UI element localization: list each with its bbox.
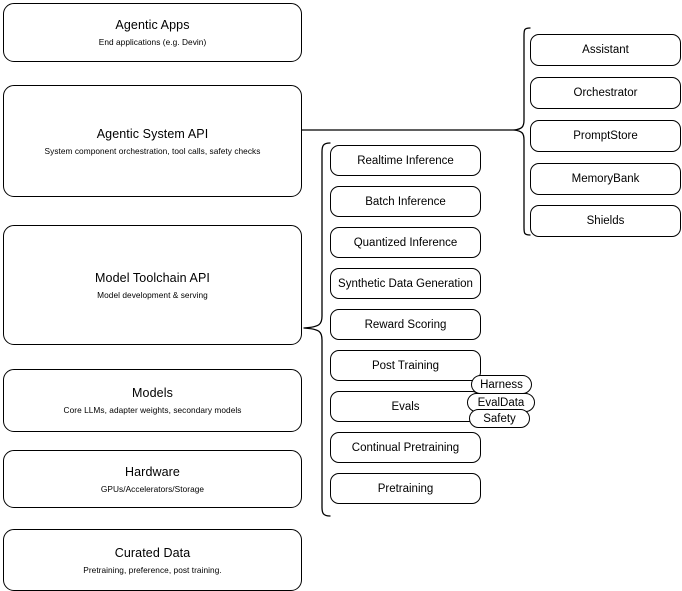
capability-label: Continual Pretraining [351, 441, 460, 454]
badge-label: Harness [480, 378, 523, 391]
layer-subtitle: End applications (e.g. Devin) [98, 37, 207, 47]
capability-label: Realtime Inference [357, 154, 454, 167]
layer-hardware[interactable]: Hardware GPUs/Accelerators/Storage [3, 450, 302, 508]
layer-title: Curated Data [114, 545, 191, 560]
layer-title: Models [132, 386, 173, 400]
layer-title: Model Toolchain API [95, 270, 210, 285]
component-memorybank[interactable]: MemoryBank [530, 163, 681, 195]
component-orchestrator[interactable]: Orchestrator [530, 77, 681, 109]
component-label: Assistant [582, 44, 629, 56]
component-shields[interactable]: Shields [530, 205, 681, 237]
layer-agentic-apps[interactable]: Agentic Apps End applications (e.g. Devi… [3, 3, 302, 62]
capability-batch-inference[interactable]: Batch Inference [330, 186, 481, 217]
component-label: Orchestrator [573, 87, 638, 99]
brace-agentic-components [513, 27, 531, 236]
layer-subtitle: System component orchestration, tool cal… [44, 145, 261, 156]
component-promptstore[interactable]: PromptStore [530, 120, 681, 152]
layer-subtitle: Pretraining, preference, post training. [83, 564, 222, 575]
capability-label: Pretraining [377, 482, 434, 495]
layer-title: Hardware [125, 464, 180, 479]
component-label: MemoryBank [571, 173, 640, 185]
badge-label: Safety [483, 412, 516, 425]
capability-evals[interactable]: Evals [330, 391, 481, 422]
capability-reward-scoring[interactable]: Reward Scoring [330, 309, 481, 340]
layer-subtitle: Model development & serving [97, 289, 208, 300]
capability-label: Post Training [371, 359, 440, 372]
layer-title: Agentic System API [96, 126, 209, 141]
component-assistant[interactable]: Assistant [530, 34, 681, 66]
capability-quantized-inference[interactable]: Quantized Inference [330, 227, 481, 258]
badge-safety[interactable]: Safety [469, 409, 530, 428]
layer-subtitle: GPUs/Accelerators/Storage [100, 483, 205, 494]
badge-harness[interactable]: Harness [471, 375, 532, 394]
layer-model-toolchain-api[interactable]: Model Toolchain API Model development & … [3, 225, 302, 345]
brace-toolchain-capabilities [303, 142, 331, 517]
layer-agentic-system-api[interactable]: Agentic System API System component orch… [3, 85, 302, 197]
badge-label: EvalData [477, 396, 525, 409]
capability-pretraining[interactable]: Pretraining [330, 473, 481, 504]
capability-label: Batch Inference [365, 195, 446, 208]
capability-realtime-inference[interactable]: Realtime Inference [330, 145, 481, 176]
component-label: PromptStore [573, 130, 638, 142]
capability-label: Reward Scoring [364, 318, 447, 331]
layer-models[interactable]: Models Core LLMs, adapter weights, secon… [3, 369, 302, 432]
capability-label: Quantized Inference [353, 236, 458, 249]
layer-subtitle: Core LLMs, adapter weights, secondary mo… [63, 405, 242, 415]
capability-continual-pretraining[interactable]: Continual Pretraining [330, 432, 481, 463]
capability-synthetic-data-generation[interactable]: Synthetic Data Generation [330, 268, 481, 299]
layer-title: Agentic Apps [115, 18, 190, 32]
capability-label: Evals [391, 400, 420, 413]
capability-post-training[interactable]: Post Training [330, 350, 481, 381]
capability-label: Synthetic Data Generation [338, 277, 473, 290]
layer-curated-data[interactable]: Curated Data Pretraining, preference, po… [3, 529, 302, 591]
component-label: Shields [586, 215, 625, 227]
